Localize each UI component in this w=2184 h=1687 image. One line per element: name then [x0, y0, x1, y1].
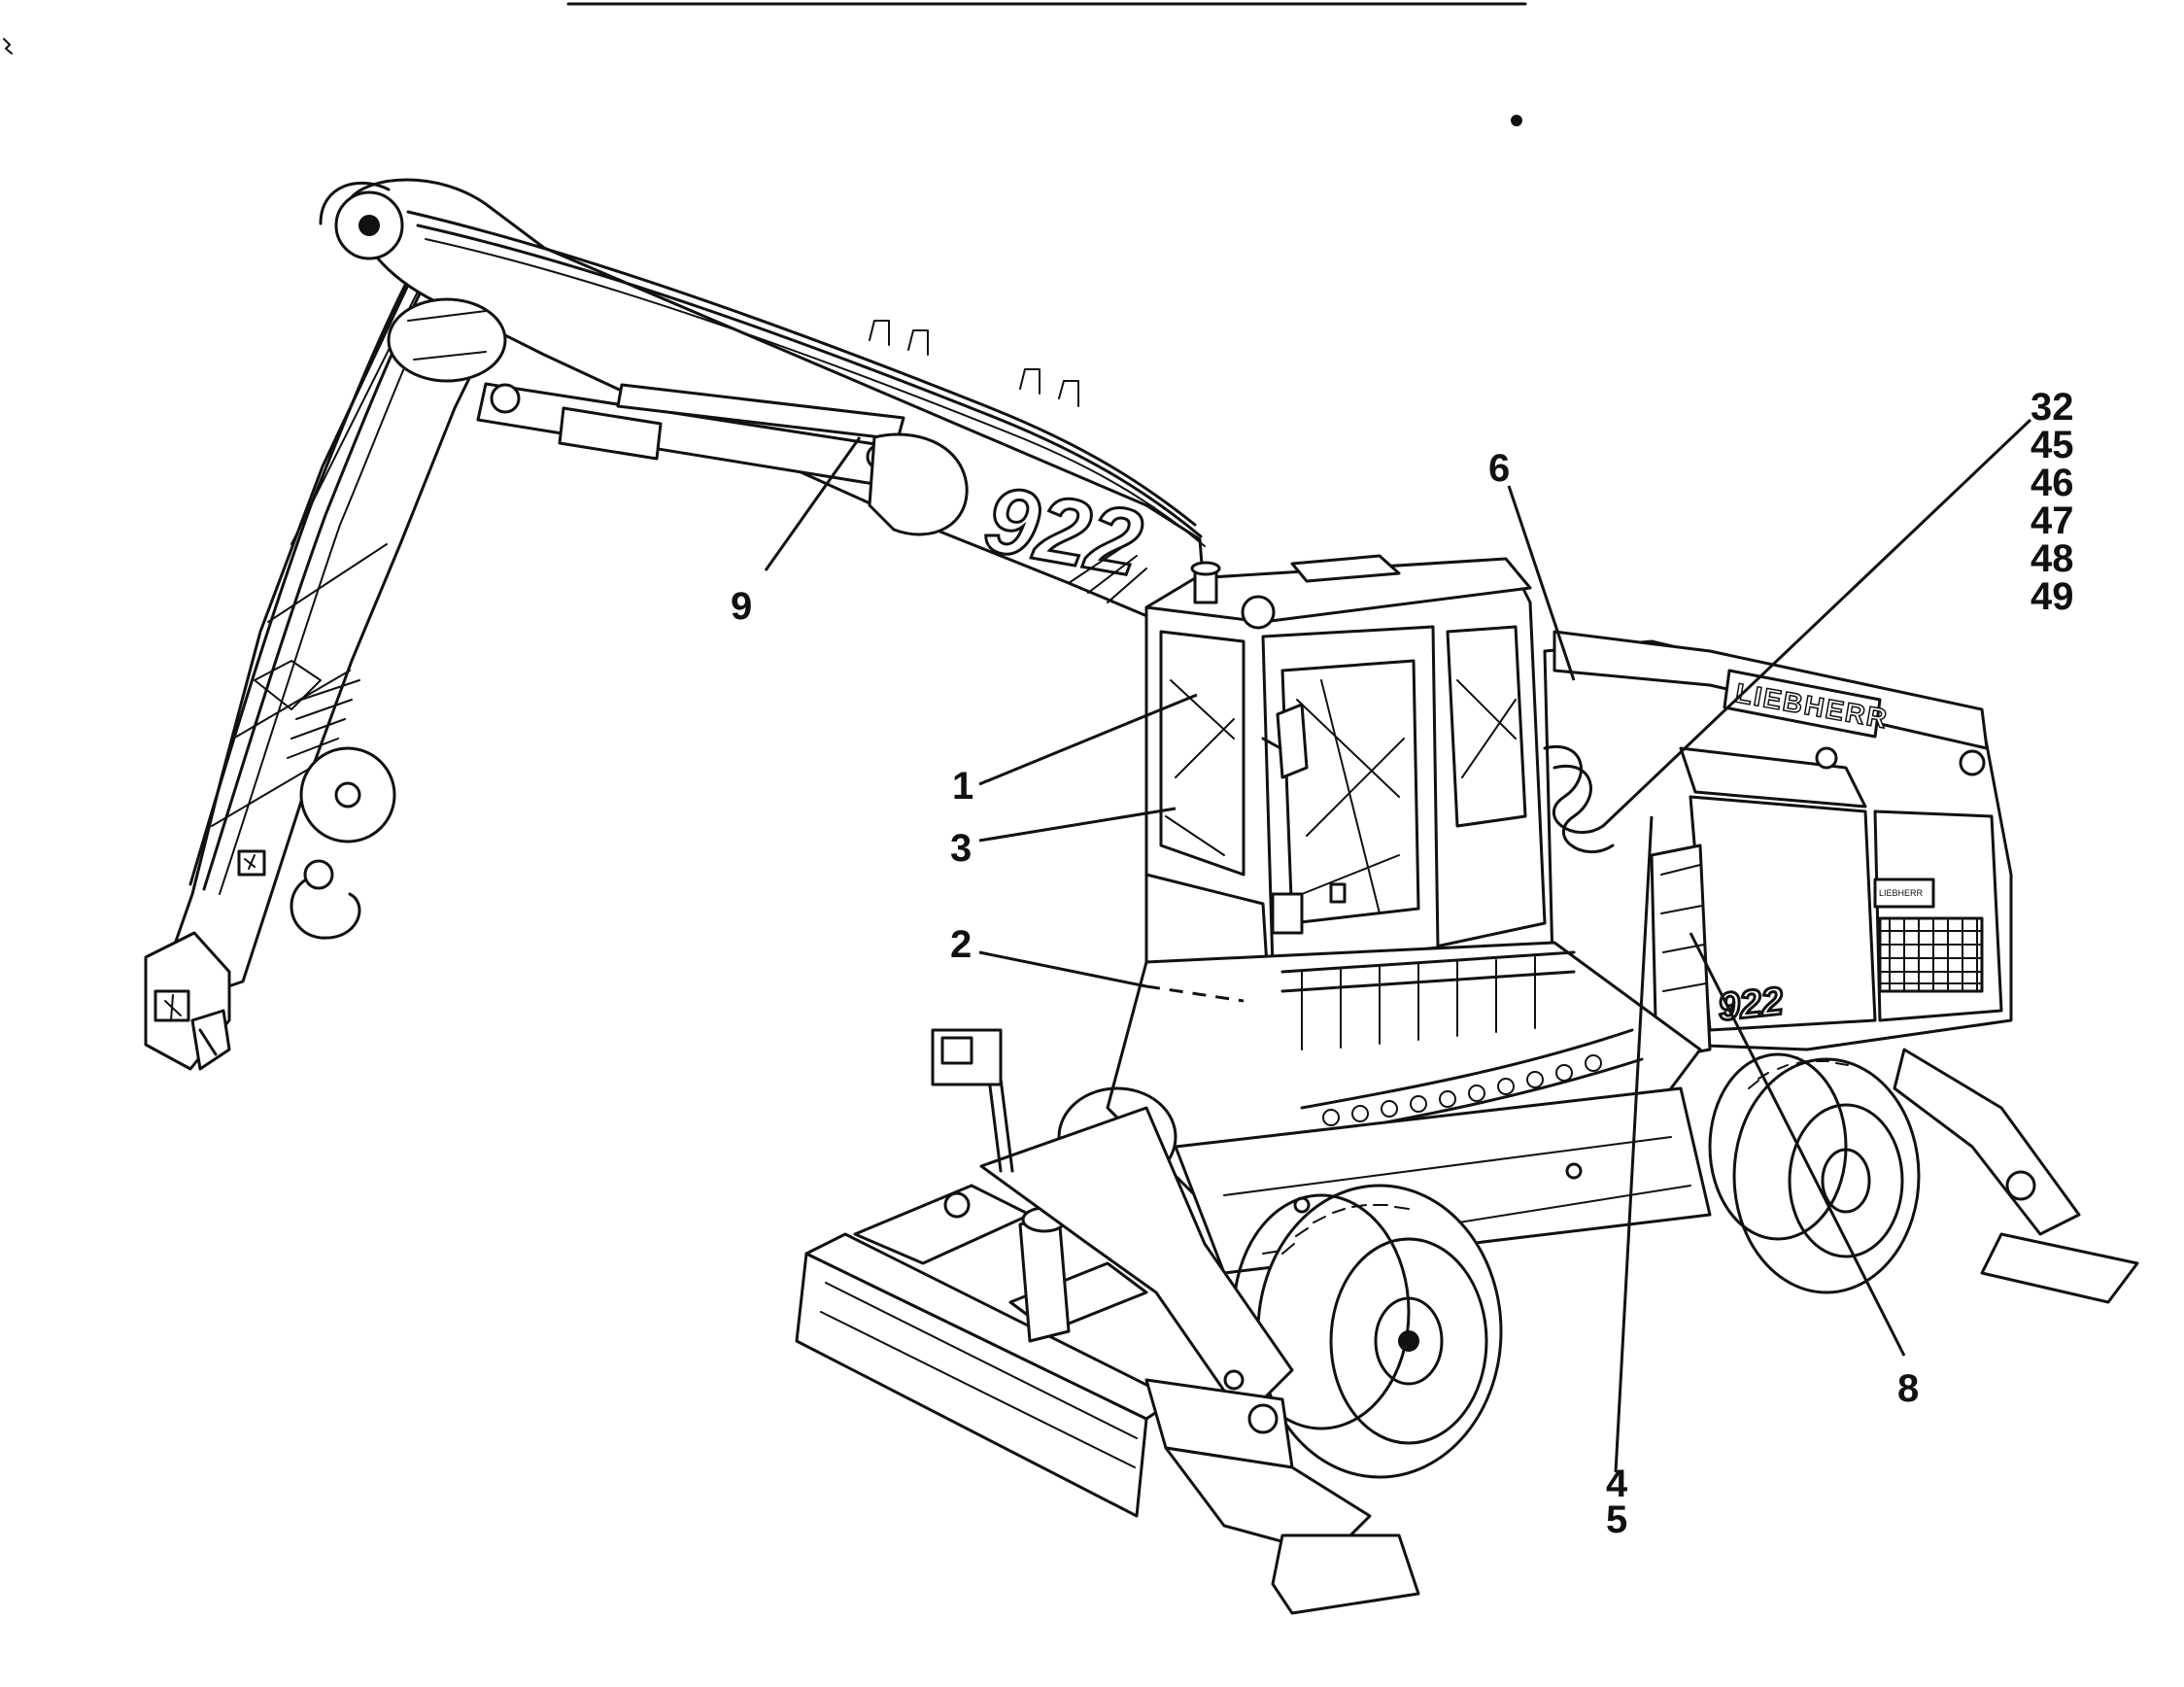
callout-4: 4: [1606, 1463, 1628, 1505]
front-outrigger: [931, 1028, 1420, 1615]
boom-model-number: 922: [977, 466, 1148, 596]
leader-lines: [764, 418, 2032, 1473]
corner-mark: [3, 38, 13, 54]
main-boom: 922: [319, 178, 1207, 624]
front-wheels: [1057, 1086, 1503, 1479]
callout-45: 45: [2030, 424, 2074, 466]
callout-2: 2: [950, 923, 972, 966]
callout-6: 6: [1488, 447, 1510, 490]
callout-48: 48: [2030, 537, 2074, 580]
callout-1: 1: [952, 765, 973, 808]
callout-3: 3: [950, 827, 972, 870]
uppercarriage: LIEBHERR 922 LIEBHERR: [1543, 630, 2013, 1061]
stick-arm: [144, 241, 499, 1071]
dozer-blade: [795, 1184, 1177, 1518]
hood-plate-text: LIEBHERR: [1879, 888, 1924, 898]
speck: [1511, 115, 1522, 126]
callout-46: 46: [2030, 462, 2074, 504]
callout-9: 9: [731, 585, 752, 628]
callout-47: 47: [2030, 499, 2074, 542]
rear-wheels: [1708, 1048, 2139, 1304]
callout-49: 49: [2030, 575, 2074, 618]
callout-8: 8: [1897, 1367, 1919, 1410]
callout-32: 32: [2030, 386, 2074, 429]
callout-5: 5: [1606, 1498, 1627, 1541]
operator-cab: [1144, 554, 1547, 1105]
